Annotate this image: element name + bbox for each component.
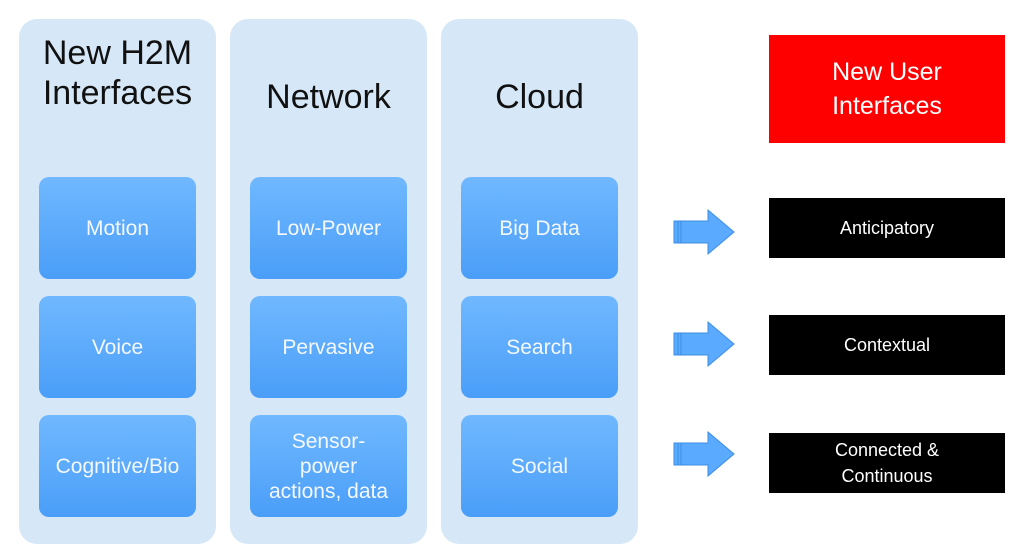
tile-search: Search <box>461 296 618 398</box>
tile-voice: Voice <box>39 296 196 398</box>
column-network: Network Low-Power Pervasive Sensor- powe… <box>230 19 427 544</box>
new-user-interfaces-box: New User Interfaces <box>769 35 1005 143</box>
tile-label: Motion <box>85 216 150 240</box>
tile-label: Cognitive/Bio <box>55 454 180 478</box>
tile-motion: Motion <box>39 177 196 279</box>
column-h2m-interfaces: New H2M Interfaces Motion Voice Cognitiv… <box>19 19 216 544</box>
tile-pervasive: Pervasive <box>250 296 407 398</box>
output-connected-continuous: Connected & Continuous <box>769 433 1005 493</box>
tile-sensor-power: Sensor- power actions, data <box>250 415 407 517</box>
output-anticipatory: Anticipatory <box>769 198 1005 258</box>
column-title: Network <box>266 78 391 116</box>
tile-label: Big Data <box>499 216 580 240</box>
tile-big-data: Big Data <box>461 177 618 279</box>
output-label: Contextual <box>843 335 931 355</box>
output-label: Connected & Continuous <box>834 440 940 486</box>
right-arrow-icon <box>673 209 735 255</box>
column-cloud: Cloud Big Data Search Social <box>441 19 638 544</box>
tile-label: Low-Power <box>275 216 382 240</box>
column-title: New H2M Interfaces <box>42 34 193 112</box>
tile-label: Voice <box>91 335 144 359</box>
tile-social: Social <box>461 415 618 517</box>
tile-label: Pervasive <box>282 335 375 359</box>
tile-cognitive-bio: Cognitive/Bio <box>39 415 196 517</box>
output-contextual: Contextual <box>769 315 1005 375</box>
tile-low-power: Low-Power <box>250 177 407 279</box>
tile-label: Search <box>506 335 573 359</box>
tile-label: Social <box>510 454 569 478</box>
column-title: Cloud <box>495 78 584 116</box>
right-arrow-icon <box>673 321 735 367</box>
output-label: Anticipatory <box>839 218 935 238</box>
tile-label: Sensor- power actions, data <box>268 429 389 503</box>
header-box-label: New User Interfaces <box>832 58 942 120</box>
right-arrow-icon <box>673 431 735 477</box>
